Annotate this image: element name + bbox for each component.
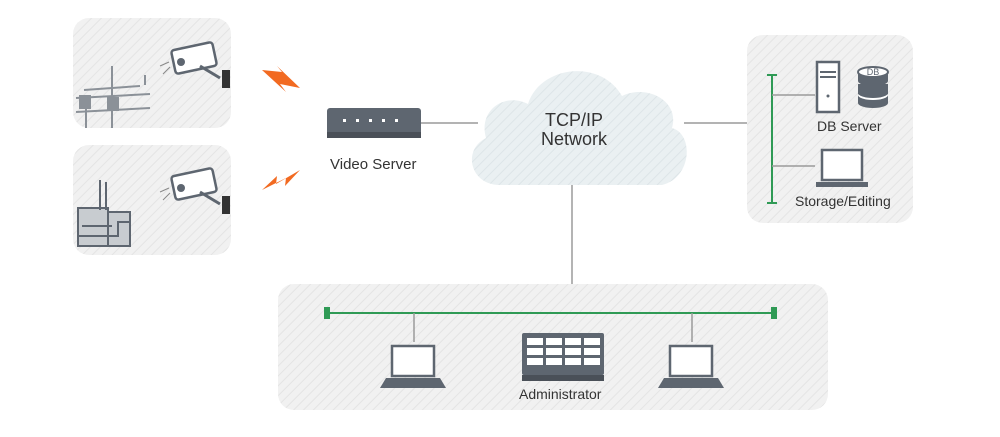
video-server-label: Video Server	[330, 156, 417, 173]
administrator-label: Administrator	[519, 386, 602, 402]
video-server-icon	[327, 108, 421, 138]
monitor-icon	[816, 148, 868, 187]
network-label-line2: Network	[540, 129, 607, 149]
storage-editing-label: Storage/Editing	[795, 193, 891, 209]
cctv-camera-icon	[159, 41, 230, 88]
laptop-icon	[658, 344, 724, 388]
camera-site-pole-panel	[73, 18, 231, 128]
database-icon: DB	[857, 66, 889, 108]
cctv-camera-icon	[159, 167, 230, 214]
server-panel: DB	[747, 35, 913, 223]
admin-panel	[278, 284, 828, 410]
camera-site-substation-panel	[73, 145, 231, 255]
substation-icon	[77, 180, 131, 247]
server-tower-icon	[815, 60, 841, 114]
db-badge-text: DB	[867, 67, 880, 77]
db-server-label: DB Server	[817, 118, 882, 134]
wireless-signal-icon	[262, 170, 300, 190]
video-wall-monitor-icon	[522, 333, 604, 381]
utility-pole-icon	[75, 66, 151, 128]
laptop-icon	[380, 344, 446, 388]
wireless-signal-icon	[262, 66, 300, 92]
network-label: TCP/IP Network	[514, 111, 634, 149]
tcp-ip-network-cloud	[471, 71, 687, 185]
network-label-line1: TCP/IP	[544, 110, 603, 130]
